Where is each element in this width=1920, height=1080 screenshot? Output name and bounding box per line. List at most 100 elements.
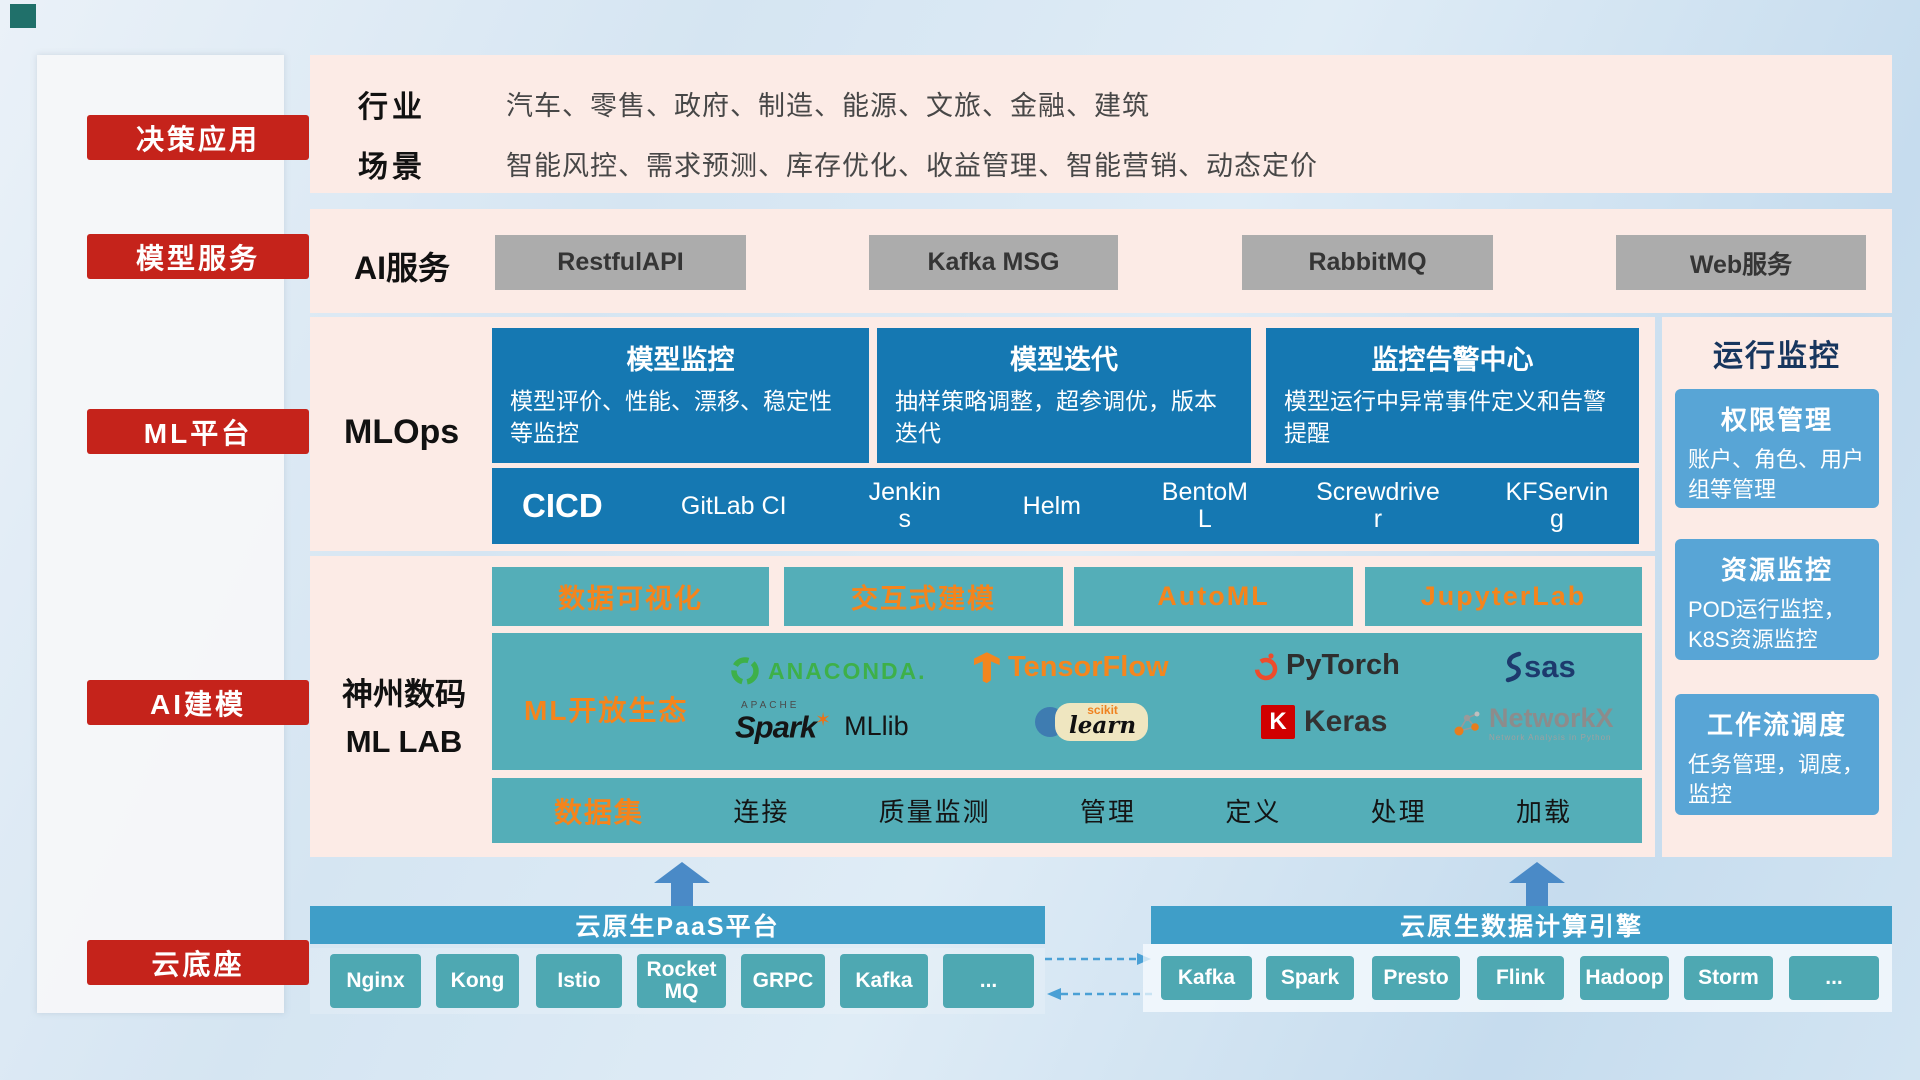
dataset-item-quality: 质量监测 (878, 797, 991, 827)
networkx-icon (1454, 711, 1480, 735)
cicd-item-jenkins: Jenkins (868, 478, 941, 533)
permission-mgmt-card: 权限管理 账户、角色、用户组等管理 (1675, 389, 1879, 508)
tensorflow-icon (974, 651, 1000, 683)
cicd-item-helm: Helm (1022, 491, 1081, 520)
model-iteration-desc: 抽样策略调整，超参调优，版本迭代 (895, 388, 1217, 447)
paas-item-kong: Kong (436, 954, 519, 1008)
spark-mllib-logo: APACHE Spark✶ MLlib (735, 700, 909, 745)
spark-wordmark: APACHE Spark✶ (735, 700, 831, 745)
model-monitoring-desc: 模型评价、性能、漂移、稳定性等监控 (510, 388, 832, 447)
industry-text: 汽车、零售、政府、制造、能源、文旅、金融、建筑 (506, 91, 1150, 121)
scenario-label: 场景 (358, 151, 426, 184)
ml-lab-block: 神州数码 ML LAB 数据可视化 交互式建模 AutoML JupyterLa… (310, 556, 1655, 857)
sidebar-badge-ml-platform: ML平台 (87, 409, 309, 454)
networkx-logo: NetworkX Network Analysis in Python (1451, 705, 1614, 742)
sidebar-badge-cloud-base: 云底座 (87, 940, 309, 985)
networkx-text: NetworkX (1489, 703, 1614, 733)
paas-header: 云原生PaaS平台 (310, 906, 1045, 944)
cicd-item-bentoml: BentoML (1161, 478, 1248, 533)
model-iteration-title: 模型迭代 (1010, 345, 1118, 375)
workflow-schedule-title: 工作流调度 (1706, 710, 1847, 740)
kafka-msg-button: Kafka MSG (869, 235, 1118, 290)
paas-item-grpc: GRPC (741, 954, 825, 1008)
keras-logo: K Keras (1261, 705, 1387, 739)
mllib-text: MLlib (844, 711, 909, 742)
corner-decoration (10, 4, 36, 28)
automl-button: AutoML (1074, 567, 1353, 626)
restfulapi-button: RestfulAPI (495, 235, 746, 290)
networkx-subtitle: Network Analysis in Python (1489, 733, 1612, 742)
sas-logo: sas (1504, 649, 1576, 685)
dataset-label: 数据集 (554, 796, 645, 828)
keras-k-icon: K (1261, 705, 1295, 739)
tensorflow-text: TensorFlow (1008, 651, 1169, 683)
engine-item-more: ... (1789, 956, 1879, 1000)
scenario-text: 智能风控、需求预测、库存优化、收益管理、智能营销、动态定价 (506, 151, 1318, 181)
engine-item-storm: Storm (1684, 956, 1773, 1000)
runtime-monitor-title: 运行监控 (1713, 340, 1841, 373)
pytorch-text: PyTorch (1286, 649, 1400, 681)
paas-item-rocketmq: RocketMQ (637, 954, 726, 1008)
cicd-item-gitlab: GitLab CI (680, 491, 787, 520)
alert-center-title: 监控告警中心 (1371, 345, 1534, 375)
sas-icon (1505, 651, 1522, 683)
industry-label: 行业 (358, 91, 426, 124)
workflow-schedule-desc: 任务管理，调度，监控 (1688, 752, 1865, 807)
apache-text: APACHE (741, 700, 800, 711)
dataset-item-load: 加载 (1515, 797, 1572, 827)
jupyterlab-button: JupyterLab (1365, 567, 1642, 626)
resource-monitor-desc: POD运行监控，K8S资源监控 (1688, 597, 1846, 652)
engine-item-kafka: Kafka (1161, 956, 1252, 1000)
engine-item-flink: Flink (1477, 956, 1564, 1000)
engine-item-spark: Spark (1266, 956, 1354, 1000)
up-arrow-right (1509, 862, 1565, 906)
dataset-item-manage: 管理 (1079, 797, 1136, 827)
cicd-bar: CICD GitLab CI Jenkins Helm BentoML Scre… (492, 468, 1639, 544)
keras-text: Keras (1304, 705, 1388, 738)
permission-mgmt-title: 权限管理 (1720, 405, 1833, 435)
ml-ecosystem-label: ML开放生态 (524, 695, 689, 726)
left-sidebar: 决策应用 模型服务 ML平台 AI建模 云底座 (37, 55, 309, 1013)
resource-monitor-card: 资源监控 POD运行监控，K8S资源监控 (1675, 539, 1879, 660)
ai-service-block: AI服务 RestfulAPI Kafka MSG RabbitMQ Web服务 (310, 209, 1892, 313)
mlops-block: MLOps 模型监控 模型评价、性能、漂移、稳定性等监控 模型迭代 抽样策略调整… (310, 317, 1655, 551)
scikit-learn-logo: scikit learn (1035, 703, 1149, 742)
anaconda-icon (731, 657, 759, 685)
web-service-button: Web服务 (1616, 235, 1866, 290)
cicd-label: CICD (522, 487, 603, 524)
dataset-item-process: 处理 (1370, 797, 1427, 827)
cicd-item-kfserving: KFServing (1505, 478, 1609, 533)
pytorch-logo: PyTorch (1252, 649, 1400, 682)
dashed-arrows (1045, 953, 1153, 1000)
ml-lab-label: 神州数码 ML LAB (318, 672, 490, 765)
ml-lab-label-line2: ML LAB (345, 723, 463, 759)
paas-item-kafka: Kafka (840, 954, 928, 1008)
anaconda-logo: ANACONDA. (729, 655, 927, 687)
dataset-item-connect: 连接 (733, 797, 790, 827)
engine-header: 云原生数据计算引擎 (1151, 906, 1892, 944)
model-monitoring-title: 模型监控 (626, 345, 735, 375)
alert-center-desc: 模型运行中异常事件定义和告警提醒 (1284, 388, 1606, 447)
cicd-item-screwdriver: Screwdriver (1316, 478, 1440, 533)
runtime-monitor-column: 运行监控 权限管理 账户、角色、用户组等管理 资源监控 POD运行监控，K8S资… (1662, 317, 1892, 857)
sidebar-badge-model-service: 模型服务 (87, 234, 309, 279)
engine-item-hadoop: Hadoop (1580, 956, 1669, 1000)
scikit-text: scikit (1087, 703, 1118, 717)
dataset-row: 数据集 连接 质量监测 管理 定义 处理 加载 (492, 778, 1642, 843)
paas-item-nginx: Nginx (330, 954, 421, 1008)
ml-lab-label-line1: 神州数码 (342, 677, 466, 712)
sidebar-badge-decision: 决策应用 (87, 115, 309, 160)
industry-scenario-block: 行业 汽车、零售、政府、制造、能源、文旅、金融、建筑 场景 智能风控、需求预测、… (310, 55, 1892, 193)
spark-text: Spark✶ (735, 709, 831, 745)
permission-mgmt-desc: 账户、角色、用户组等管理 (1688, 447, 1865, 502)
interactive-modeling-button: 交互式建模 (784, 567, 1063, 626)
rabbitmq-button: RabbitMQ (1242, 235, 1493, 290)
spark-star-icon: ✶ (815, 710, 831, 731)
learn-text: learn (1069, 712, 1137, 739)
ml-ecosystem-band: ML开放生态 ANACONDA. TensorFlow PyTorch (492, 633, 1642, 770)
tensorflow-logo: TensorFlow (974, 651, 1169, 684)
scikit-learn-badge: scikit learn (1055, 703, 1149, 742)
model-iteration-card: 模型迭代 抽样策略调整，超参调优，版本迭代 (877, 328, 1251, 463)
model-monitoring-card: 模型监控 模型评价、性能、漂移、稳定性等监控 (492, 328, 869, 463)
